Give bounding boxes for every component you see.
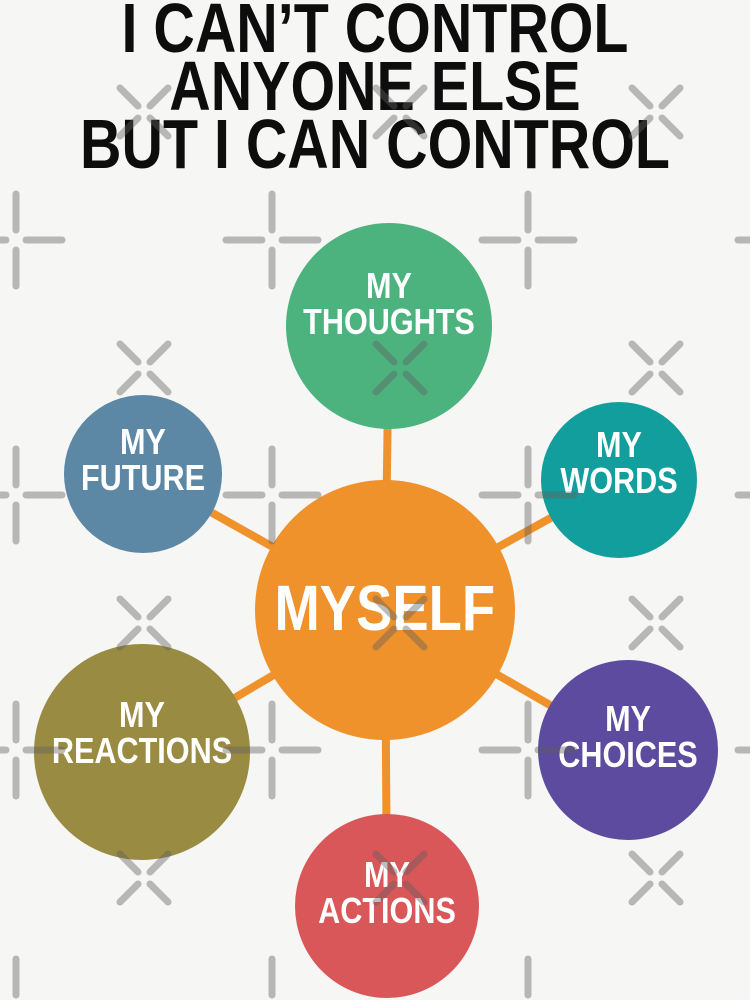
node-my-reactions-label-line1: MY xyxy=(119,694,165,735)
node-my-actions: MY ACTIONS xyxy=(295,814,479,998)
headline-line-2: ANYONE ELSE xyxy=(169,47,581,125)
node-my-words-label-line1: MY xyxy=(596,424,642,465)
node-myself: MYSELF xyxy=(255,480,515,740)
headline: I CAN’T CONTROL ANYONE ELSE BUT I CAN CO… xyxy=(0,0,750,183)
node-my-future-label-line1: MY xyxy=(120,421,166,462)
node-my-thoughts: MY THOUGHTS xyxy=(286,223,492,429)
node-my-future-label-line2: FUTURE xyxy=(80,457,206,498)
node-my-choices-label: MY CHOICES xyxy=(558,701,697,773)
node-my-actions-label-line1: MY xyxy=(364,854,410,895)
node-my-words: MY WORDS xyxy=(541,402,697,558)
node-my-reactions-label: MY REACTIONS xyxy=(52,697,232,769)
node-my-choices-label-line1: MY xyxy=(605,698,651,739)
headline-line-3: BUT I CAN CONTROL xyxy=(80,105,670,183)
node-my-thoughts-label: MY THOUGHTS xyxy=(303,268,475,340)
node-my-words-label-line2: WORDS xyxy=(560,460,678,501)
node-my-choices: MY CHOICES xyxy=(538,660,718,840)
node-my-thoughts-label-line1: MY xyxy=(366,265,412,306)
node-myself-label: MYSELF xyxy=(274,571,496,644)
node-my-thoughts-label-line2: THOUGHTS xyxy=(303,301,475,342)
headline-line-1: I CAN’T CONTROL xyxy=(121,0,629,67)
node-my-actions-label: MY ACTIONS xyxy=(318,857,456,929)
node-my-choices-label-line2: CHOICES xyxy=(558,734,698,775)
node-my-reactions: MY REACTIONS xyxy=(34,644,250,860)
node-my-words-label: MY WORDS xyxy=(560,427,677,499)
node-my-future-label: MY FUTURE xyxy=(81,424,205,496)
node-my-future: MY FUTURE xyxy=(64,395,222,553)
node-my-actions-label-line2: ACTIONS xyxy=(318,890,456,931)
node-my-reactions-label-line2: REACTIONS xyxy=(51,730,233,771)
